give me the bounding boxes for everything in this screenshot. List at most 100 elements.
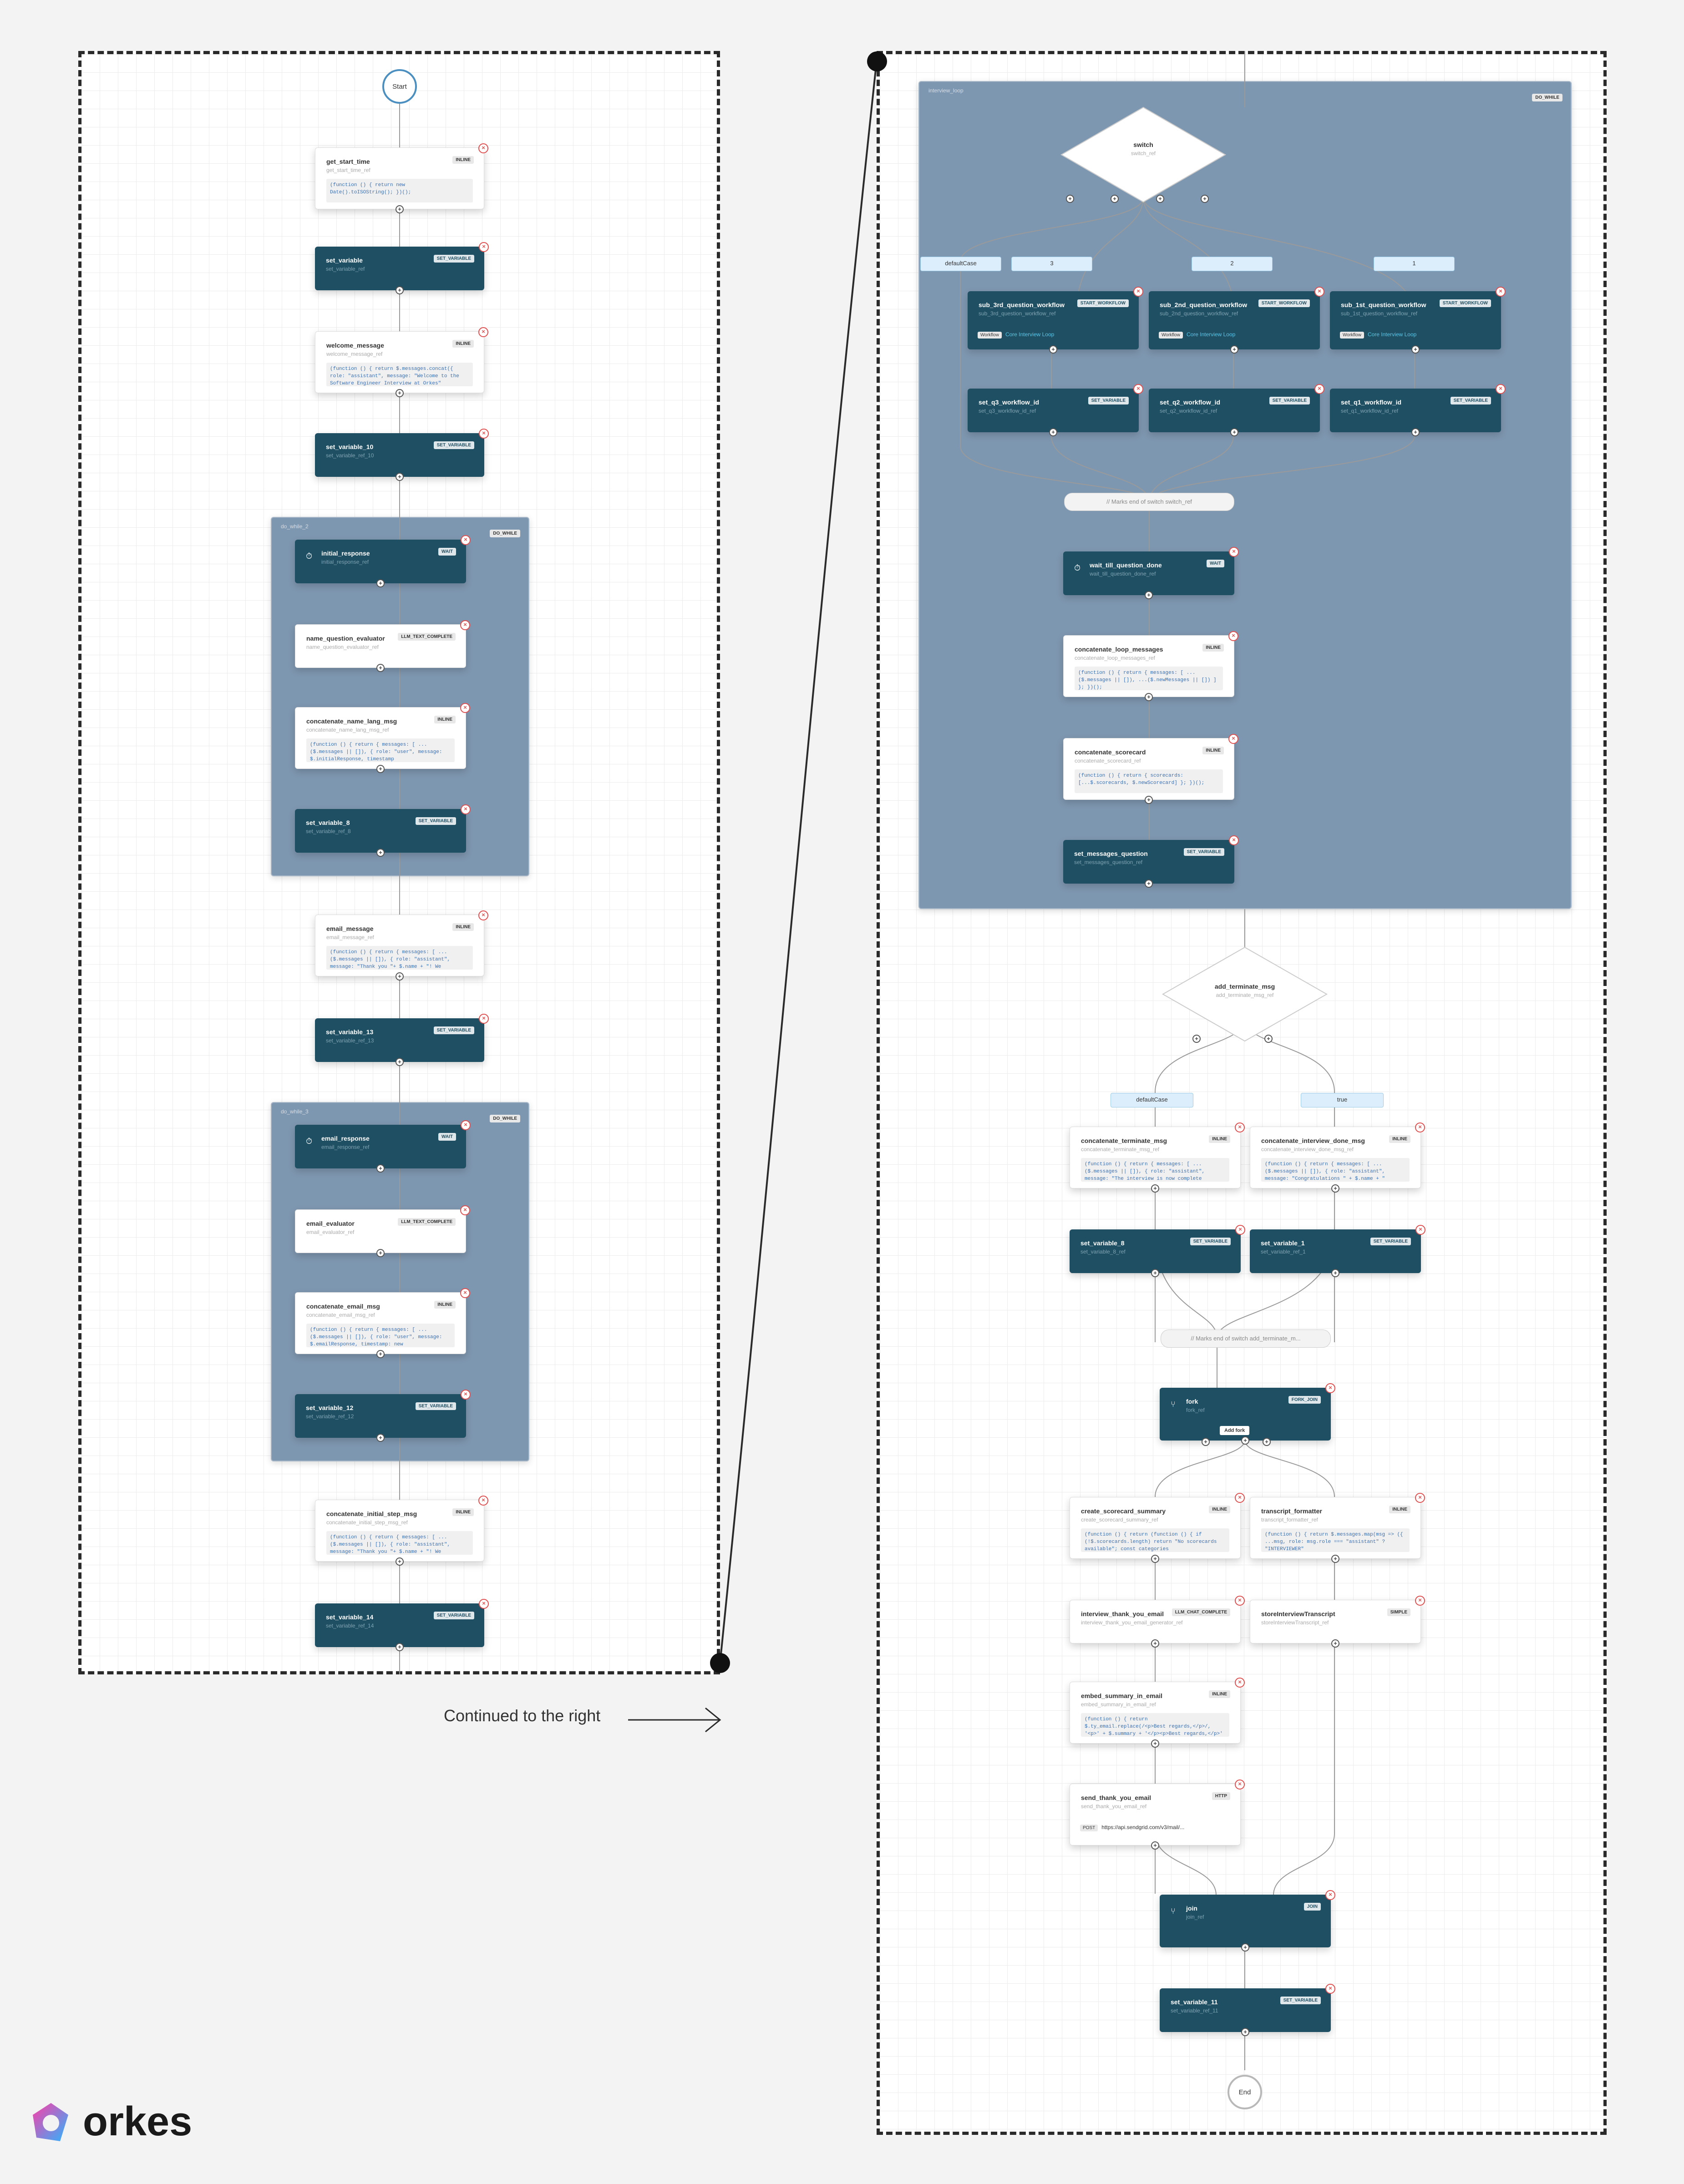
add-task-plus-icon[interactable]: + (396, 1058, 404, 1066)
delete-task-icon[interactable]: × (1314, 287, 1324, 297)
add-task-plus-icon[interactable]: + (1241, 1436, 1249, 1445)
delete-task-icon[interactable]: × (1325, 1984, 1335, 1994)
delete-task-icon[interactable]: × (461, 1120, 471, 1130)
interview-loop[interactable]: interview_loop DO_WHILE (918, 81, 1572, 909)
delete-task-icon[interactable]: × (1325, 1383, 1335, 1393)
add-task-plus-icon[interactable]: + (376, 1434, 385, 1442)
add-task-plus-icon[interactable]: + (396, 473, 404, 481)
add-task-plus-icon[interactable]: + (396, 972, 404, 981)
case-default-2[interactable]: defaultCase (1111, 1093, 1193, 1107)
branch-add-plus-icon[interactable]: + (1264, 1035, 1273, 1043)
add-task-plus-icon[interactable]: + (376, 1164, 385, 1173)
add-task-plus-icon[interactable]: + (376, 579, 385, 587)
case-1[interactable]: 1 (1374, 257, 1455, 271)
case-true[interactable]: true (1301, 1093, 1384, 1107)
add-task-plus-icon[interactable]: + (1049, 345, 1057, 354)
branch-add-plus-icon[interactable]: + (1111, 195, 1119, 203)
add-fork-button[interactable]: Add fork (1220, 1426, 1250, 1435)
add-task-plus-icon[interactable]: + (376, 849, 385, 857)
branch-add-plus-icon[interactable]: + (1156, 195, 1164, 203)
branch-add-plus-icon[interactable]: + (1201, 195, 1209, 203)
branch-add-plus-icon[interactable]: + (1263, 1438, 1271, 1446)
start-node[interactable]: Start (382, 69, 417, 104)
branch-add-plus-icon[interactable]: + (1192, 1035, 1201, 1043)
delete-task-icon[interactable]: × (1228, 631, 1238, 641)
delete-task-icon[interactable]: × (478, 327, 488, 337)
delete-task-icon[interactable]: × (1133, 384, 1143, 394)
add-task-plus-icon[interactable]: + (1151, 1555, 1159, 1563)
add-task-plus-icon[interactable]: + (1230, 345, 1238, 354)
delete-task-icon[interactable]: × (460, 1205, 470, 1215)
add-task-plus-icon[interactable]: + (1331, 1639, 1339, 1648)
add-task-plus-icon[interactable]: + (1411, 428, 1420, 436)
delete-task-icon[interactable]: × (1415, 1225, 1425, 1235)
add-task-plus-icon[interactable]: + (1151, 1639, 1159, 1648)
delete-task-icon[interactable]: × (460, 620, 470, 630)
delete-task-icon[interactable]: × (1496, 384, 1506, 394)
delete-task-icon[interactable]: × (479, 242, 489, 252)
delete-task-icon[interactable]: × (1415, 1493, 1425, 1503)
delete-task-icon[interactable]: × (1133, 287, 1143, 297)
delete-task-icon[interactable]: × (478, 910, 488, 920)
delete-task-icon[interactable]: × (1415, 1596, 1425, 1606)
delete-task-icon[interactable]: × (1415, 1122, 1425, 1132)
add-task-plus-icon[interactable]: + (396, 205, 404, 213)
add-task-plus-icon[interactable]: + (1145, 796, 1153, 804)
add-terminate-switch[interactable]: add_terminate_msg add_terminate_msg_ref (1199, 983, 1290, 998)
delete-task-icon[interactable]: × (1235, 1596, 1245, 1606)
add-task-plus-icon[interactable]: + (376, 765, 385, 773)
add-task-plus-icon[interactable]: + (376, 1350, 385, 1358)
add-task-plus-icon[interactable]: + (1241, 2028, 1249, 2036)
case-2[interactable]: 2 (1192, 257, 1273, 271)
add-task-plus-icon[interactable]: + (1411, 345, 1420, 354)
add-task-plus-icon[interactable]: + (396, 286, 404, 294)
delete-task-icon[interactable]: × (1496, 287, 1506, 297)
add-task-plus-icon[interactable]: + (1241, 1943, 1249, 1951)
delete-task-icon[interactable]: × (461, 1390, 471, 1400)
switch-node[interactable]: switch switch_ref (1098, 141, 1189, 157)
delete-task-icon[interactable]: × (461, 804, 471, 814)
delete-task-icon[interactable]: × (479, 429, 489, 439)
add-task-plus-icon[interactable]: + (1145, 591, 1153, 599)
add-task-plus-icon[interactable]: + (1151, 1841, 1159, 1850)
delete-task-icon[interactable]: × (479, 1599, 489, 1609)
add-task-plus-icon[interactable]: + (376, 664, 385, 672)
branch-add-plus-icon[interactable]: + (1202, 1438, 1210, 1446)
delete-task-icon[interactable]: × (1325, 1890, 1335, 1900)
delete-task-icon[interactable]: × (479, 1014, 489, 1024)
add-task-plus-icon[interactable]: + (1331, 1184, 1339, 1193)
add-task-plus-icon[interactable]: + (1145, 693, 1153, 701)
add-task-plus-icon[interactable]: + (396, 389, 404, 397)
